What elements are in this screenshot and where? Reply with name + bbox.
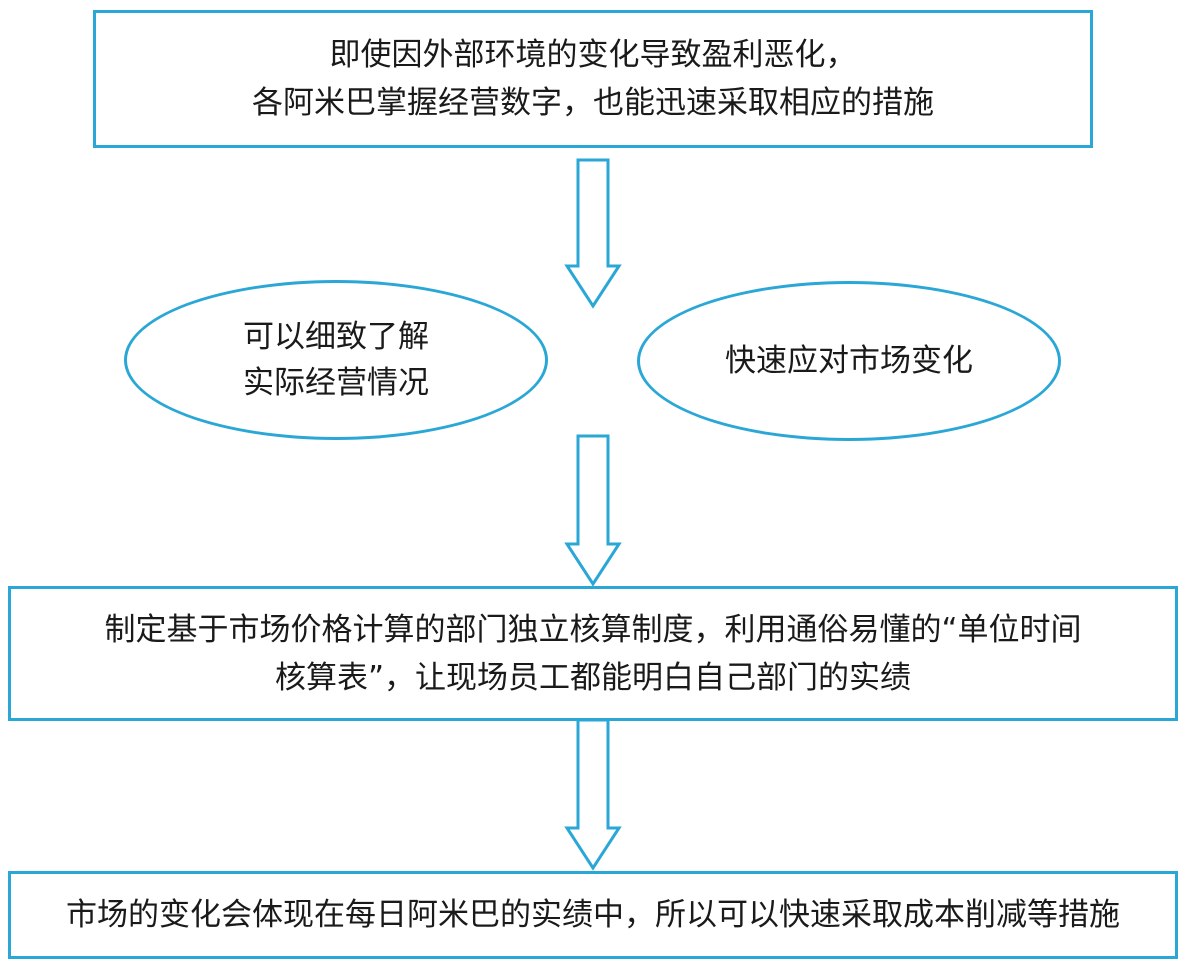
bottom-box: 市场的变化会体现在每日阿米巴的实绩中，所以可以快速采取成本削减等措施 — [8, 871, 1178, 959]
top-box: 即使因外部环境的变化导致盈利恶化， 各阿米巴掌握经营数字，也能迅速采取相应的措施 — [93, 10, 1093, 148]
top-box-line-1: 即使因外部环境的变化导致盈利恶化， — [329, 37, 857, 73]
down-arrow-2 — [564, 434, 622, 587]
down-arrow-3 — [564, 718, 622, 871]
middle-box-line-1: 制定基于市场价格计算的部门独立核算制度，利用通俗易懂的“单位时间 — [104, 611, 1082, 648]
bottom-box-line-1: 市场的变化会体现在每日阿米巴的实绩中，所以可以快速采取成本削减等措施 — [66, 897, 1120, 933]
ellipse-left: 可以细致了解 实际经营情况 — [124, 280, 548, 440]
down-arrow-1 — [564, 158, 622, 309]
top-box-line-2: 各阿米巴掌握经营数字，也能迅速采取相应的措施 — [252, 85, 934, 121]
ellipse-left-line-2: 实际经营情况 — [243, 365, 429, 401]
ellipse-right-line-1: 快速应对市场变化 — [725, 343, 973, 379]
ellipse-right: 快速应对市场变化 — [637, 281, 1061, 441]
ellipse-left-line-1: 可以细致了解 — [243, 319, 429, 355]
middle-box-line-2: 核算表”，让现场员工都能明白自己部门的实绩 — [274, 659, 912, 696]
middle-box: 制定基于市场价格计算的部门独立核算制度，利用通俗易懂的“单位时间 核算表”，让现… — [8, 586, 1178, 721]
